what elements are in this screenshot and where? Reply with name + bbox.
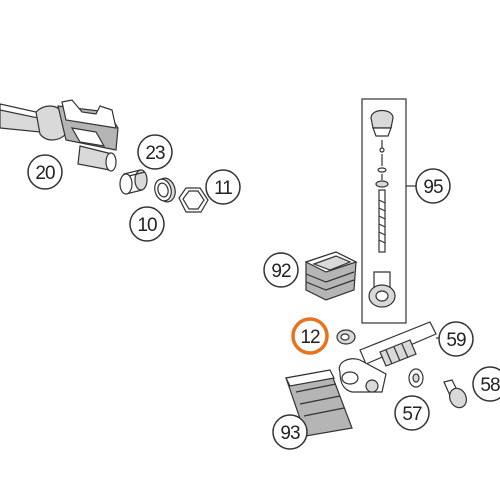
callout-59-label: 59	[446, 330, 466, 351]
callout-58-label: 58	[480, 375, 500, 396]
part-95-frame	[361, 98, 407, 324]
callout-23[interactable]: 23	[137, 134, 173, 170]
callout-10[interactable]: 10	[129, 206, 165, 242]
part-20-lever-arm[interactable]	[0, 99, 119, 172]
callout-11-label: 11	[214, 178, 232, 199]
callout-10-label: 10	[137, 215, 157, 236]
part-11-hex-nut[interactable]	[178, 187, 209, 213]
callout-92[interactable]: 92	[263, 252, 299, 288]
part-59-pivot-shaft[interactable]	[338, 321, 437, 393]
callout-20-label: 20	[35, 163, 55, 184]
callout-59[interactable]: 59	[436, 321, 474, 357]
callout-57-label: 57	[402, 404, 422, 425]
callout-57[interactable]: 57	[394, 395, 430, 431]
callout-95-label: 95	[423, 177, 443, 198]
callout-58-circle	[472, 366, 500, 402]
callout-93[interactable]: 93	[272, 414, 308, 450]
callout-58[interactable]: 58	[472, 366, 500, 402]
callout-20[interactable]: 20	[27, 154, 63, 190]
part-10-bushing[interactable]	[152, 176, 177, 204]
callout-93-label: 93	[280, 423, 300, 444]
callout-93-circle	[272, 414, 308, 450]
callout-23-circle	[137, 134, 173, 170]
callout-59-circle	[438, 321, 474, 357]
callout-10-circle	[129, 206, 165, 242]
callout-12-circle-highlighted	[291, 317, 329, 355]
callout-95[interactable]: 95	[415, 168, 451, 204]
part-95-bolt-assembly[interactable]	[361, 98, 416, 324]
callout-12[interactable]: 12	[291, 317, 329, 355]
callout-92-circle	[263, 252, 299, 288]
callout-92-label: 92	[271, 261, 291, 282]
part-92-rubber-mount[interactable]	[304, 251, 358, 301]
callout-57-circle	[394, 395, 430, 431]
part-57-washer[interactable]	[408, 368, 424, 388]
callout-11[interactable]: 11	[205, 169, 241, 205]
callout-12-label: 12	[300, 327, 320, 348]
callout-20-circle	[27, 154, 63, 190]
part-12-washer[interactable]	[336, 329, 356, 345]
part-23-sleeve[interactable]	[119, 169, 148, 195]
part-58-bolt[interactable]	[443, 379, 469, 410]
callout-95-circle	[415, 168, 451, 204]
callout-23-label: 23	[145, 143, 165, 164]
callout-11-circle	[205, 169, 241, 205]
